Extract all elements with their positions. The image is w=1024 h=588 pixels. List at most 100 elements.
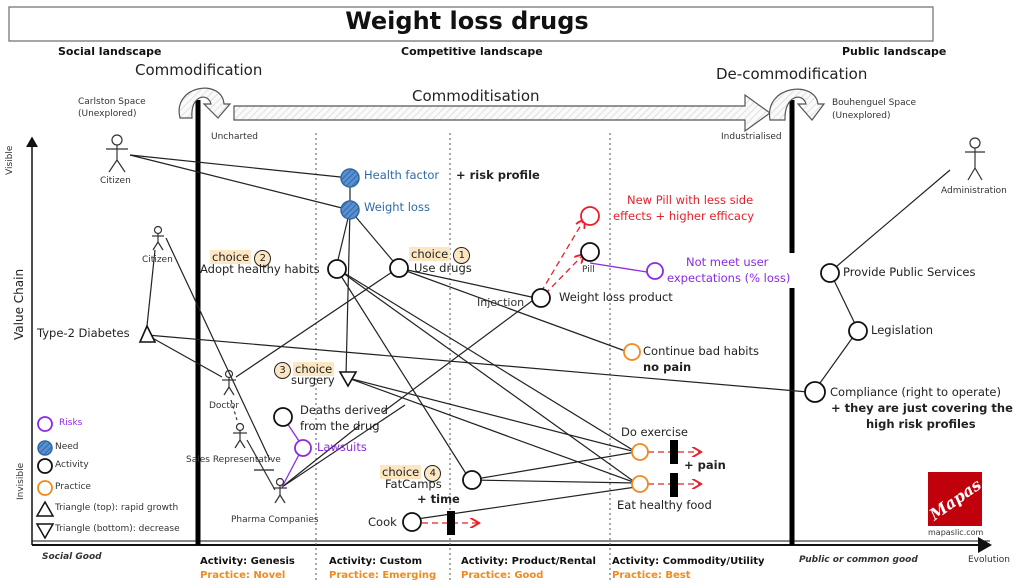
inertia-bar-cook	[447, 511, 455, 535]
legend-risks: Risks	[59, 418, 83, 428]
stage-1-practice: Practice: Novel	[200, 570, 286, 581]
pill-label: Pill	[582, 265, 595, 275]
legend-practice: Practice	[55, 482, 91, 492]
not-meet-label-2: expectations (% loss)	[667, 271, 791, 285]
commodification-arrow	[178, 87, 232, 119]
do-exercise-label: Do exercise	[621, 425, 689, 439]
practice-circle-icon	[37, 480, 53, 496]
social-landscape-label: Social landscape	[58, 45, 162, 58]
practice-eat-healthy	[631, 475, 649, 493]
inertia-bar-food	[670, 473, 678, 497]
new-pill-node	[580, 206, 600, 226]
competitive-landscape-label: Competitive landscape	[401, 45, 543, 58]
activity-compliance	[804, 381, 826, 403]
legend-triangle-down: Triangle (bottom): decrease	[55, 524, 180, 534]
adopt-habits-label: Adopt healthy habits	[200, 262, 320, 276]
stage-3-practice: Practice: Good	[461, 570, 544, 581]
fatcamps-label: FatCamps	[385, 477, 442, 491]
practice-continue-bad-habits	[623, 343, 641, 361]
activity-fatcamps	[462, 470, 482, 490]
industrialised-label: Industrialised	[721, 132, 782, 142]
deaths-label-1: Deaths derived	[300, 403, 388, 417]
stage-3-activity: Activity: Product/Rental	[461, 556, 596, 567]
actor-sales-rep: Sales Representative	[186, 455, 281, 465]
actor-doctor: Doctor	[209, 401, 240, 411]
administration-figure	[965, 137, 985, 181]
activity-circle-icon	[37, 458, 53, 474]
not-meet-label-1: Not meet user	[686, 255, 769, 269]
cook-label: Cook	[368, 515, 397, 529]
commodification-label: Commodification	[135, 61, 263, 79]
new-pill-label-1: New Pill with less side	[627, 193, 754, 207]
x-axis-left-label: Social Good	[42, 552, 102, 562]
eat-healthy-label: Eat healthy food	[617, 498, 712, 512]
actor-citizen-top: Citizen	[100, 176, 131, 186]
title-frame	[8, 6, 934, 42]
stage-4-activity: Activity: Commodity/Utility	[612, 556, 765, 567]
mapas-logo[interactable]: Mapas	[926, 472, 984, 526]
triangle-down-surgery	[338, 371, 358, 388]
stage-1-activity: Activity: Genesis	[200, 556, 295, 567]
y-axis-label: Value Chain	[12, 268, 26, 340]
commoditisation-label: Commoditisation	[412, 87, 540, 105]
deaths-label-2: from the drug	[300, 419, 380, 433]
legislation-label: Legislation	[871, 323, 934, 337]
no-pain-label: no pain	[643, 360, 692, 374]
sales-rep-figure	[233, 422, 247, 449]
surgery-label: surgery	[291, 373, 335, 387]
legend-icons	[35, 416, 55, 540]
actor-pharma: Pharma Companies	[231, 515, 319, 525]
dependency-links	[129, 154, 951, 521]
actor-citizen-mid: Citizen	[142, 255, 173, 265]
activity-weight-loss-product	[531, 288, 551, 308]
legend-need: Need	[55, 442, 79, 452]
need-hatched-circle-icon	[37, 440, 53, 456]
compliance-label: Compliance (right to operate)	[830, 385, 1001, 399]
plus-pain-label: + pain	[684, 458, 726, 472]
compliance-note-1: + they are just covering the	[831, 401, 1013, 415]
risk-not-meet-expectations	[646, 262, 664, 280]
decommodification-label: De-commodification	[716, 65, 868, 83]
health-factor-label: Health factor	[364, 168, 440, 182]
triangle-down-icon	[35, 523, 55, 540]
activity-deaths	[273, 407, 293, 427]
continue-bad-habits-label: Continue bad habits	[643, 344, 759, 358]
pharma-figure	[273, 477, 287, 504]
page-title: Weight loss drugs	[345, 7, 589, 35]
citizen-top-figure	[106, 134, 128, 173]
injection-label: Injection	[477, 296, 525, 309]
citizen-mid-figure	[152, 225, 164, 251]
legend-triangle-up: Triangle (top): rapid growth	[55, 503, 179, 513]
carlston-space-label: Carlston Space	[78, 97, 146, 107]
activity-legislation	[848, 321, 868, 341]
x-axis-right-label: Public or common good	[799, 555, 918, 565]
use-drugs-label: Use drugs	[414, 261, 472, 275]
bouhenguel-space-label: Bouhenguel Space	[832, 98, 917, 108]
need-weight-loss	[340, 200, 360, 220]
logo-url[interactable]: mapaslic.com	[928, 528, 984, 537]
decommodification-arrow	[769, 88, 826, 121]
triangle-up-type2	[138, 324, 157, 343]
y-axis-visible: Visible	[5, 145, 15, 175]
actor-administration: Administration	[941, 186, 1007, 196]
type2-diabetes-label: Type-2 Diabetes	[37, 326, 130, 340]
plus-time-label: + time	[417, 492, 460, 506]
new-pill-label-2: effects + higher efficacy	[613, 209, 755, 223]
inertia-bar-exercise	[670, 440, 678, 464]
risk-lawsuits	[294, 439, 312, 457]
bouhenguel-space-sub: (Unexplored)	[832, 111, 891, 121]
actor-figures	[106, 134, 985, 504]
activity-use-drugs	[389, 258, 409, 278]
activity-adopt-habits	[327, 259, 347, 279]
uncharted-label: Uncharted	[211, 132, 258, 142]
public-landscape-label: Public landscape	[842, 45, 947, 58]
need-health-factor	[340, 168, 360, 188]
x-axis-label: Evolution	[968, 555, 1010, 565]
activity-pill	[580, 242, 600, 262]
weight-loss-product-label: Weight loss product	[559, 290, 673, 304]
